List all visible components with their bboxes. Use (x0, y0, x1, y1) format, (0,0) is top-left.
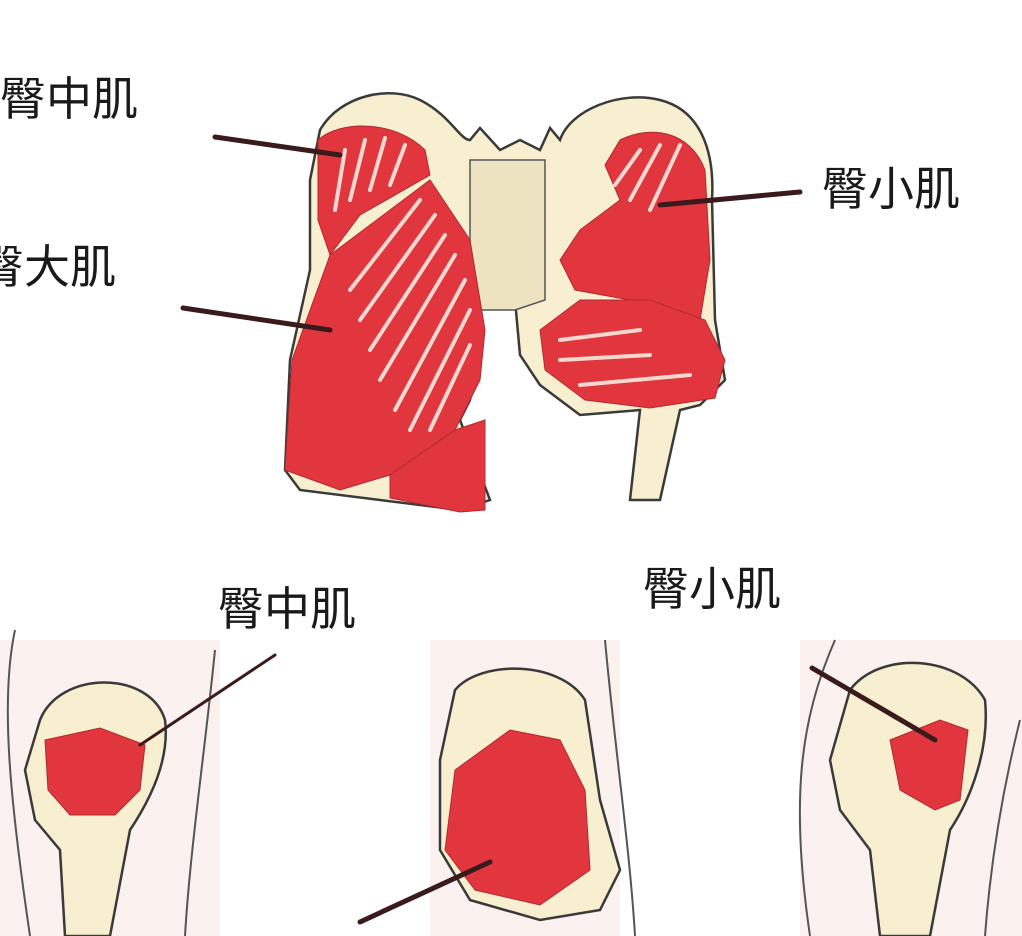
gluteus-maximus-lower (389, 419, 486, 513)
gluteus-medius-side (44, 727, 146, 816)
leader-line (138, 653, 277, 747)
gluteus-minimus (559, 131, 711, 321)
bottom-right-hip-illustration (798, 639, 1021, 936)
label-gluteus-maximus-top: 臀大肌 (0, 240, 116, 294)
muscle-fibers (333, 136, 692, 432)
leader-line (809, 665, 938, 743)
leader-line (212, 134, 343, 158)
label-gluteus-medius-bottom: 臀中肌 (218, 582, 356, 636)
gluteus-maximus-side (444, 729, 591, 906)
gluteus-minimus-side (889, 719, 969, 811)
leader-line (657, 189, 803, 208)
label-gluteus-minimus-top: 臀小肌 (822, 162, 960, 216)
bottom-left-hip-illustration (6, 629, 216, 936)
leader-line (357, 859, 493, 925)
label-gluteus-medius-top: 臀中肌 (0, 72, 138, 126)
top-pelvis-illustration (283, 92, 727, 513)
leader-line (180, 305, 333, 333)
bottom-middle-hip-illustration (438, 639, 636, 936)
label-gluteus-minimus-bottom: 臀小肌 (643, 562, 781, 616)
